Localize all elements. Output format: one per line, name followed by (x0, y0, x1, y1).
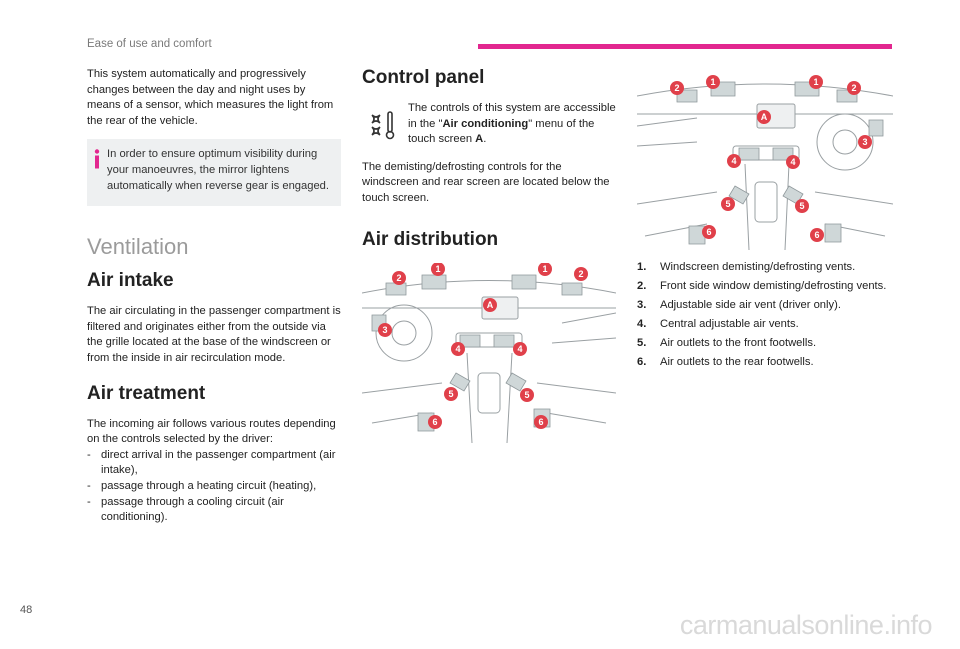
legend-item: 1.Windscreen demisting/defrosting vents. (637, 261, 856, 273)
list-item: -direct arrival in the passenger compart… (87, 448, 336, 477)
vent-legend: 1.Windscreen demisting/defrosting vents.… (637, 260, 895, 371)
marker-2: 2 (396, 273, 401, 283)
marker-5: 5 (448, 389, 453, 399)
page-number: 48 (20, 604, 33, 616)
marker-4: 4 (517, 344, 522, 354)
marker-4: 4 (790, 157, 795, 167)
control-panel-row: The controls of this system are accessib… (362, 101, 616, 148)
section-accent-bar (478, 44, 892, 49)
legend-item: 4.Central adjustable air vents. (637, 318, 799, 331)
marker-6: 6 (538, 417, 543, 427)
air-treatment-heading: Air treatment (87, 382, 206, 404)
legend-item: 3.Adjustable side air vent (driver only)… (637, 299, 841, 312)
marker-a: A (487, 300, 494, 310)
marker-a: A (761, 112, 768, 122)
marker-6: 6 (814, 230, 819, 240)
control-panel-heading: Control panel (362, 67, 485, 88)
marker-6: 6 (706, 227, 711, 237)
legend-item: 6.Air outlets to the rear footwells. (637, 356, 814, 369)
marker-4: 4 (731, 156, 736, 166)
marker-6: 6 (432, 417, 437, 427)
marker-3: 3 (382, 325, 387, 335)
marker-5: 5 (725, 199, 730, 209)
air-treatment-intro: The incoming air follows various routes … (87, 417, 336, 446)
air-intake-text: The air circulating in the passenger com… (87, 305, 341, 364)
marker-5: 5 (799, 201, 804, 211)
marker-5: 5 (524, 390, 529, 400)
info-icon (94, 149, 100, 169)
list-item: -passage through a heating circuit (heat… (87, 479, 317, 492)
marker-1: 1 (813, 77, 818, 87)
air-distribution-diagram-b: 1 1 2 2 3 A 4 4 5 5 6 6 (636, 64, 894, 251)
ventilation-heading: Ventilation (87, 234, 189, 260)
legend-item: 5.Air outlets to the front footwells. (637, 337, 817, 350)
legend-item: 2.Front side window demisting/defrosting… (637, 280, 887, 293)
control-panel-text: The controls of this system are accessib… (408, 102, 616, 146)
column-middle: Control panel The controls of this syste… (361, 64, 617, 443)
info-note: In order to ensure optimum visibility du… (87, 139, 341, 207)
air-treatment-list: -direct arrival in the passenger compart… (87, 448, 341, 526)
column-left: This system automatically and progressiv… (87, 67, 341, 526)
mirror-intro: This system automatically and progressiv… (87, 68, 334, 127)
dashboard-illustration: 1 1 2 2 3 A 4 4 5 5 6 6 (361, 261, 617, 443)
marker-2: 2 (851, 83, 856, 93)
air-intake-heading: Air intake (87, 270, 174, 292)
air-distribution-heading: Air distribution (362, 228, 499, 250)
dashboard-illustration: 1 1 2 2 3 A 4 4 5 5 6 6 (636, 75, 894, 251)
column-right: 1 1 2 2 3 A 4 4 5 5 6 6 1.Windscreen dem… (636, 64, 895, 375)
section-title: Ease of use and comfort (87, 38, 212, 50)
air-distribution-diagram-a: 1 1 2 2 3 A 4 4 5 5 6 6 (361, 261, 617, 443)
fan-temperature-icon (371, 111, 395, 140)
marker-1: 1 (710, 77, 715, 87)
list-item: -passage through a cooling circuit (air … (87, 495, 284, 524)
marker-1: 1 (435, 264, 440, 274)
marker-4: 4 (455, 344, 460, 354)
info-note-text: In order to ensure optimum visibility du… (107, 148, 330, 192)
marker-1: 1 (542, 264, 547, 274)
marker-2: 2 (674, 83, 679, 93)
demist-text: The demisting/defrosting controls for th… (362, 160, 610, 204)
marker-3: 3 (862, 137, 867, 147)
marker-2: 2 (578, 269, 583, 279)
watermark: carmanualsonline.info (679, 610, 933, 640)
